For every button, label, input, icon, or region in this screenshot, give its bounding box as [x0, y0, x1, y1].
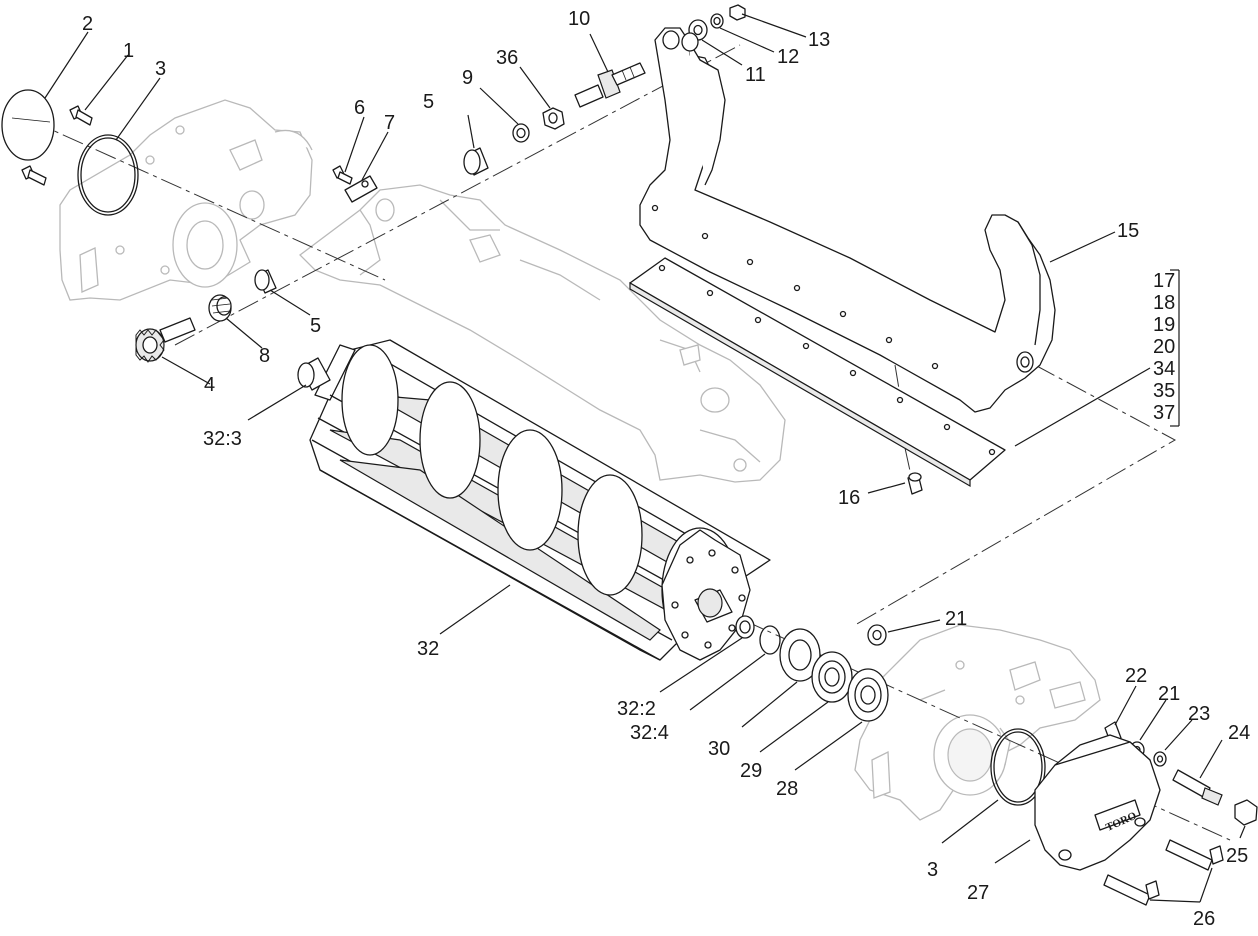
callout-30: 30: [708, 738, 730, 760]
stud-part-10: [574, 62, 646, 108]
nut-part-36: [542, 107, 565, 130]
callout-5-lower: 5: [310, 315, 321, 337]
callout-2: 2: [82, 13, 93, 35]
seal-part-30: [779, 628, 821, 682]
screw-part-16: [907, 472, 923, 495]
reel-assembly-part-32: [309, 339, 771, 661]
callout-4: 4: [204, 374, 215, 396]
callout-group-item-4: 20: [1153, 336, 1175, 358]
clip-part-7: [344, 175, 378, 203]
frame-bar-ghost: [299, 184, 786, 483]
bearing-part-32-3: [297, 357, 331, 391]
callout-32-2: 32:2: [617, 698, 656, 720]
callout-7: 7: [384, 112, 395, 134]
lockwasher-part-12: [710, 13, 724, 29]
washer-part-23: [1153, 751, 1167, 767]
callout-15: 15: [1117, 220, 1139, 242]
callout-labels: 1 2 3 4 5 5 6 7 8 9 10 11 12 13 15 16 21…: [82, 8, 1250, 930]
callout-32-4: 32:4: [630, 722, 669, 744]
callout-9: 9: [462, 67, 473, 89]
bolt-part-1: [21, 105, 93, 186]
callout-group-item-5: 34: [1153, 358, 1175, 380]
callout-29: 29: [740, 760, 762, 782]
callout-21-lower: 21: [1158, 683, 1180, 705]
callout-13: 13: [808, 29, 830, 51]
callout-26: 26: [1193, 908, 1215, 930]
callout-24: 24: [1228, 722, 1250, 744]
o-ring-part-3-right: [990, 728, 1046, 806]
right-side-plate-ghost: [854, 624, 1101, 821]
callout-21-upper: 21: [945, 608, 967, 630]
bushing-part-5-lower: [254, 269, 277, 294]
callout-32-3: 32:3: [203, 428, 242, 450]
callout-3-right: 3: [927, 859, 938, 881]
callout-6: 6: [354, 97, 365, 119]
callout-3-left: 3: [155, 58, 166, 80]
nut-part-25: [1234, 799, 1258, 826]
shaft-part-4: [135, 317, 196, 363]
bedbar-frame-part-15: [639, 27, 1056, 413]
bearing-part-28: [847, 668, 889, 722]
callout-11: 11: [745, 64, 766, 86]
washer-part-9: [512, 123, 530, 143]
callout-1: 1: [123, 40, 134, 62]
callout-32: 32: [417, 638, 439, 660]
callout-group-bracket: [1170, 269, 1180, 427]
leader-lines: [44, 13, 1246, 903]
seal-part-32-2: [735, 615, 755, 639]
callout-28: 28: [776, 778, 798, 800]
callout-group-item-7: 37: [1153, 402, 1175, 424]
callout-36: 36: [496, 47, 518, 69]
callout-group-item-1: 17: [1153, 270, 1175, 292]
bolt-part-6: [332, 165, 353, 185]
callout-group-item-3: 19: [1153, 314, 1175, 336]
callout-16: 16: [838, 487, 860, 509]
cover-part-27: TORO: [1034, 734, 1161, 871]
callout-27: 27: [967, 882, 989, 904]
callout-25: 25: [1226, 845, 1248, 867]
shaft-part-24: [1172, 769, 1223, 806]
left-side-plate-ghost: [59, 99, 313, 301]
nut-part-13: [729, 4, 746, 21]
bushing-part-5-upper: [463, 147, 489, 176]
washer-part-21-upper: [867, 624, 887, 646]
callout-5-upper: 5: [423, 91, 434, 113]
callout-10: 10: [568, 8, 590, 30]
callout-22: 22: [1125, 665, 1147, 687]
callout-group-item-6: 35: [1153, 380, 1175, 402]
o-ring-part-3-left: [77, 134, 139, 216]
callout-8: 8: [259, 345, 270, 367]
cap-disc-part-2: [1, 89, 55, 161]
callout-23: 23: [1188, 703, 1210, 725]
retaining-ring-part-32-4: [759, 625, 781, 655]
bearing-part-29: [811, 651, 853, 703]
bedknife-part: [629, 257, 1006, 488]
bolt-part-26: [1103, 839, 1224, 906]
callout-group-item-2: 18: [1153, 292, 1175, 314]
bushing-part-8: [208, 294, 232, 322]
callout-12: 12: [777, 46, 799, 68]
